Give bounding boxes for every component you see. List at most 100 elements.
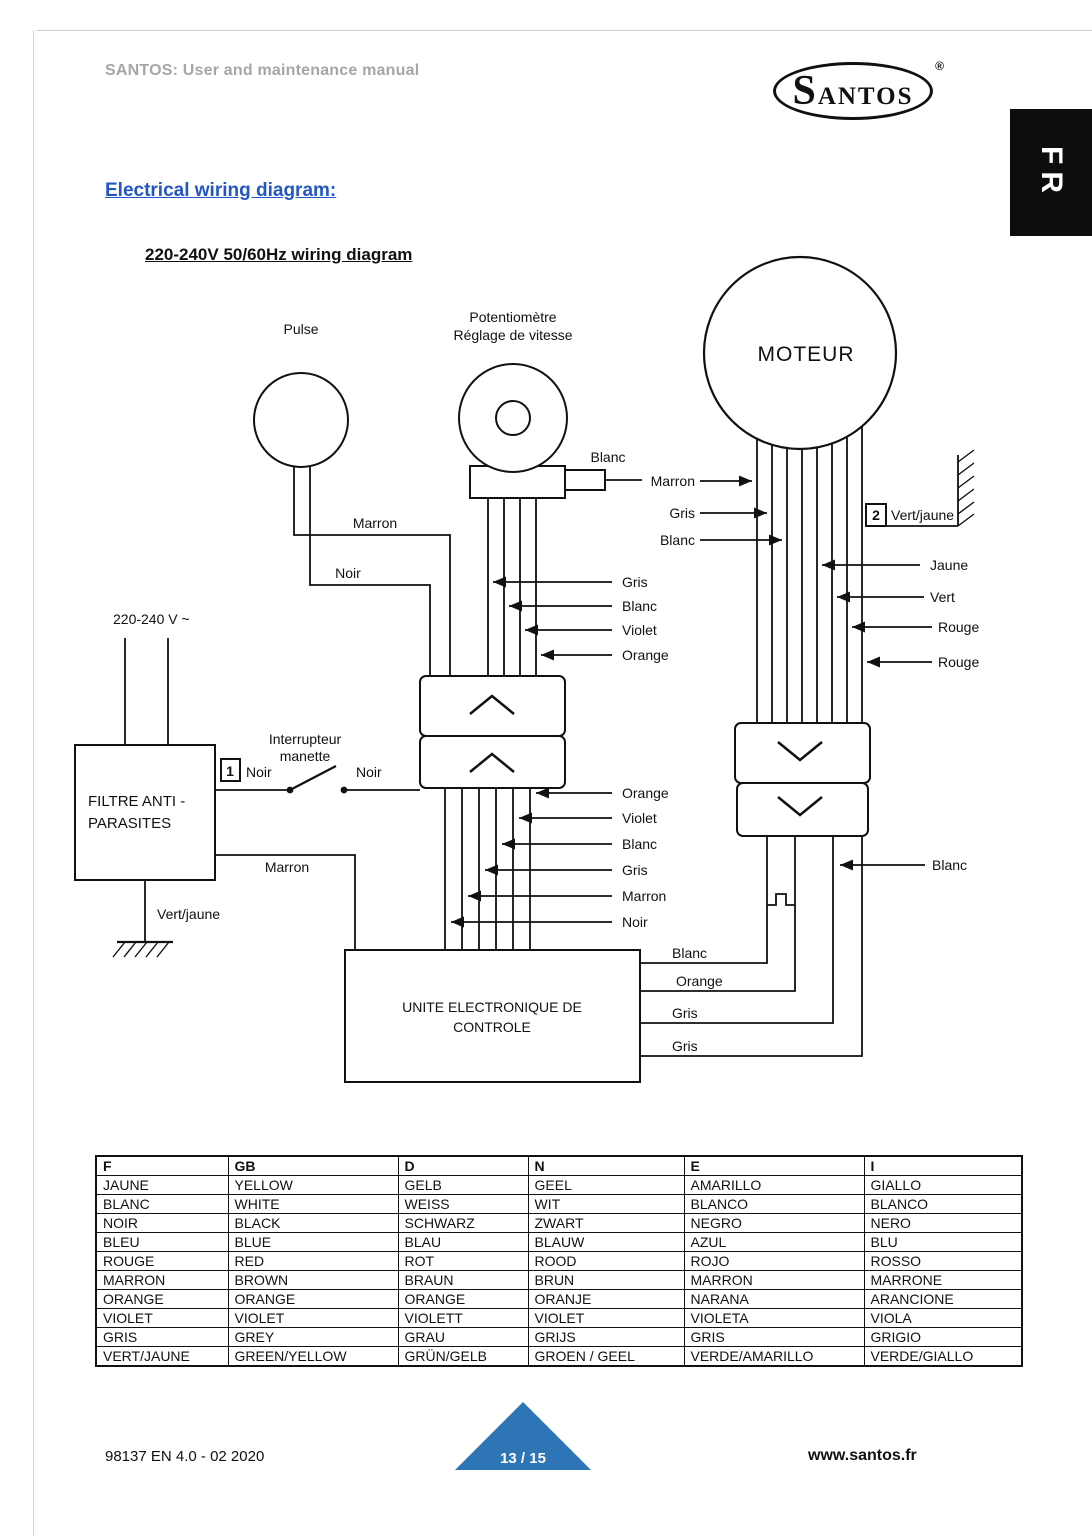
table-cell: VERDE/GIALLO	[863, 1346, 1023, 1367]
table-cell: GROEN / GEEL	[527, 1346, 685, 1367]
table-cell: BLEU	[95, 1232, 229, 1252]
language-tab-label: FR	[1035, 145, 1068, 200]
table-cell: ZWART	[527, 1213, 685, 1233]
table-cell: BRUN	[527, 1270, 685, 1290]
wire-label-right-orange: Orange	[676, 973, 723, 989]
filter-label-1: FILTRE ANTI -	[88, 793, 185, 810]
table-cell: BROWN	[227, 1270, 399, 1290]
connector-left-upper	[419, 675, 566, 737]
table-cell: MARRON	[95, 1270, 229, 1290]
table-cell: ORANGE	[95, 1289, 229, 1309]
wire-label-bundle-orange: Orange	[622, 647, 669, 663]
table-cell: VIOLET	[95, 1308, 229, 1328]
wire-label-bundle-blanc: Blanc	[622, 598, 657, 614]
column-header: E	[683, 1155, 865, 1176]
table-cell: ROSSO	[863, 1251, 1023, 1271]
wire-label-pulse-noir: Noir	[335, 565, 361, 581]
diagram-title: 220-240V 50/60Hz wiring diagram	[145, 245, 413, 264]
table-cell: GRAU	[397, 1327, 529, 1347]
chevron-down-icon	[777, 741, 823, 762]
table-cell: MARRON	[683, 1270, 865, 1290]
page-number: 13 / 15	[500, 1450, 546, 1467]
page-indicator-triangle: 13 / 15	[455, 1402, 591, 1470]
wire-label-vert: Vert	[930, 589, 955, 605]
logo-text: SANTOS	[792, 68, 914, 114]
table-cell: NOIR	[95, 1213, 229, 1233]
santos-logo: SANTOS ®	[773, 59, 944, 120]
motor-label: MOTEUR	[758, 343, 855, 366]
document-reference: 98137 EN 4.0 - 02 2020	[105, 1448, 265, 1465]
scan-edge-top	[36, 30, 1092, 31]
section-title: Electrical wiring diagram:	[105, 180, 337, 201]
wire-label-motor-gris: Gris	[669, 505, 695, 521]
potentiometer-label-2: Réglage de vitesse	[453, 327, 572, 343]
table-cell: ORANGE	[397, 1289, 529, 1309]
table-cell: WHITE	[227, 1194, 399, 1214]
table-cell: ARANCIONE	[863, 1289, 1023, 1309]
website-text: www.santos.fr	[808, 1447, 917, 1464]
wire-label-jaune: Jaune	[930, 557, 968, 573]
chevron-down-icon	[777, 796, 823, 817]
table-cell: AMARILLO	[683, 1175, 865, 1195]
column-header: D	[397, 1155, 529, 1176]
registered-trademark-icon: ®	[935, 59, 944, 73]
column-header: I	[863, 1155, 1023, 1176]
table-cell: GRÜN/GELB	[397, 1346, 529, 1367]
table-cell: VIOLET	[227, 1308, 399, 1328]
column-header: F	[95, 1155, 229, 1176]
scan-edge-left	[33, 30, 34, 1536]
wire-label-motor-return-blanc: Blanc	[932, 857, 967, 873]
chevron-up-icon	[469, 752, 515, 773]
table-cell: GREY	[227, 1327, 399, 1347]
table-cell: JAUNE	[95, 1175, 229, 1195]
wiring-diagram: Pulse Potentiomètre Réglage de vitesse M…	[74, 255, 979, 1083]
wire-label-pot-blanc: Blanc	[590, 449, 625, 465]
wires	[112, 427, 975, 1057]
table-cell: BLANCO	[683, 1194, 865, 1214]
table-cell: BLUE	[227, 1232, 399, 1252]
wire-label-switch-in: Noir	[246, 764, 272, 780]
wire-label-motor-earth: Vert/jaune	[891, 507, 954, 523]
marker-2-box	[865, 503, 887, 527]
table-cell: GIALLO	[863, 1175, 1023, 1195]
table-cell: GREEN/YELLOW	[227, 1346, 399, 1367]
motor-shape	[702, 255, 898, 451]
table-cell: ROUGE	[95, 1251, 229, 1271]
component-shapes	[74, 255, 898, 1083]
table-cell: VIOLET	[527, 1308, 685, 1328]
connector-left-lower	[419, 735, 566, 789]
wire-label-right-gris-1: Gris	[672, 1005, 698, 1021]
table-cell: ROT	[397, 1251, 529, 1271]
diagram-labels: Pulse Potentiomètre Réglage de vitesse M…	[88, 309, 979, 1054]
table-cell: BLANCO	[863, 1194, 1023, 1214]
wire-label-filter-earth: Vert/jaune	[157, 906, 220, 922]
wire-label-ctrl-orange: Orange	[622, 785, 669, 801]
table-cell: VIOLETT	[397, 1308, 529, 1328]
table-cell: WEISS	[397, 1194, 529, 1214]
wire-label-rouge-1: Rouge	[938, 619, 979, 635]
table-cell: AZUL	[683, 1232, 865, 1252]
table-cell: BLANC	[95, 1194, 229, 1214]
wire-label-rouge-2: Rouge	[938, 654, 979, 670]
filter-box	[74, 744, 216, 881]
connector-right-lower	[736, 782, 869, 837]
supply-label: 220-240 V ~	[113, 611, 190, 627]
table-cell: GEEL	[527, 1175, 685, 1195]
table-cell: MARRONE	[863, 1270, 1023, 1290]
wire-label-ctrl-violet: Violet	[622, 810, 657, 826]
wire-label-motor-blanc: Blanc	[660, 532, 695, 548]
table-cell: YELLOW	[227, 1175, 399, 1195]
control-unit-label-2: CONTROLE	[453, 1019, 531, 1035]
potentiometer-shaft	[495, 400, 531, 436]
switch-label-2: manette	[280, 748, 331, 764]
control-unit-label-1: UNITE ELECTRONIQUE DE	[402, 999, 582, 1015]
table-cell: SCHWARZ	[397, 1213, 529, 1233]
table-cell: ROOD	[527, 1251, 685, 1271]
